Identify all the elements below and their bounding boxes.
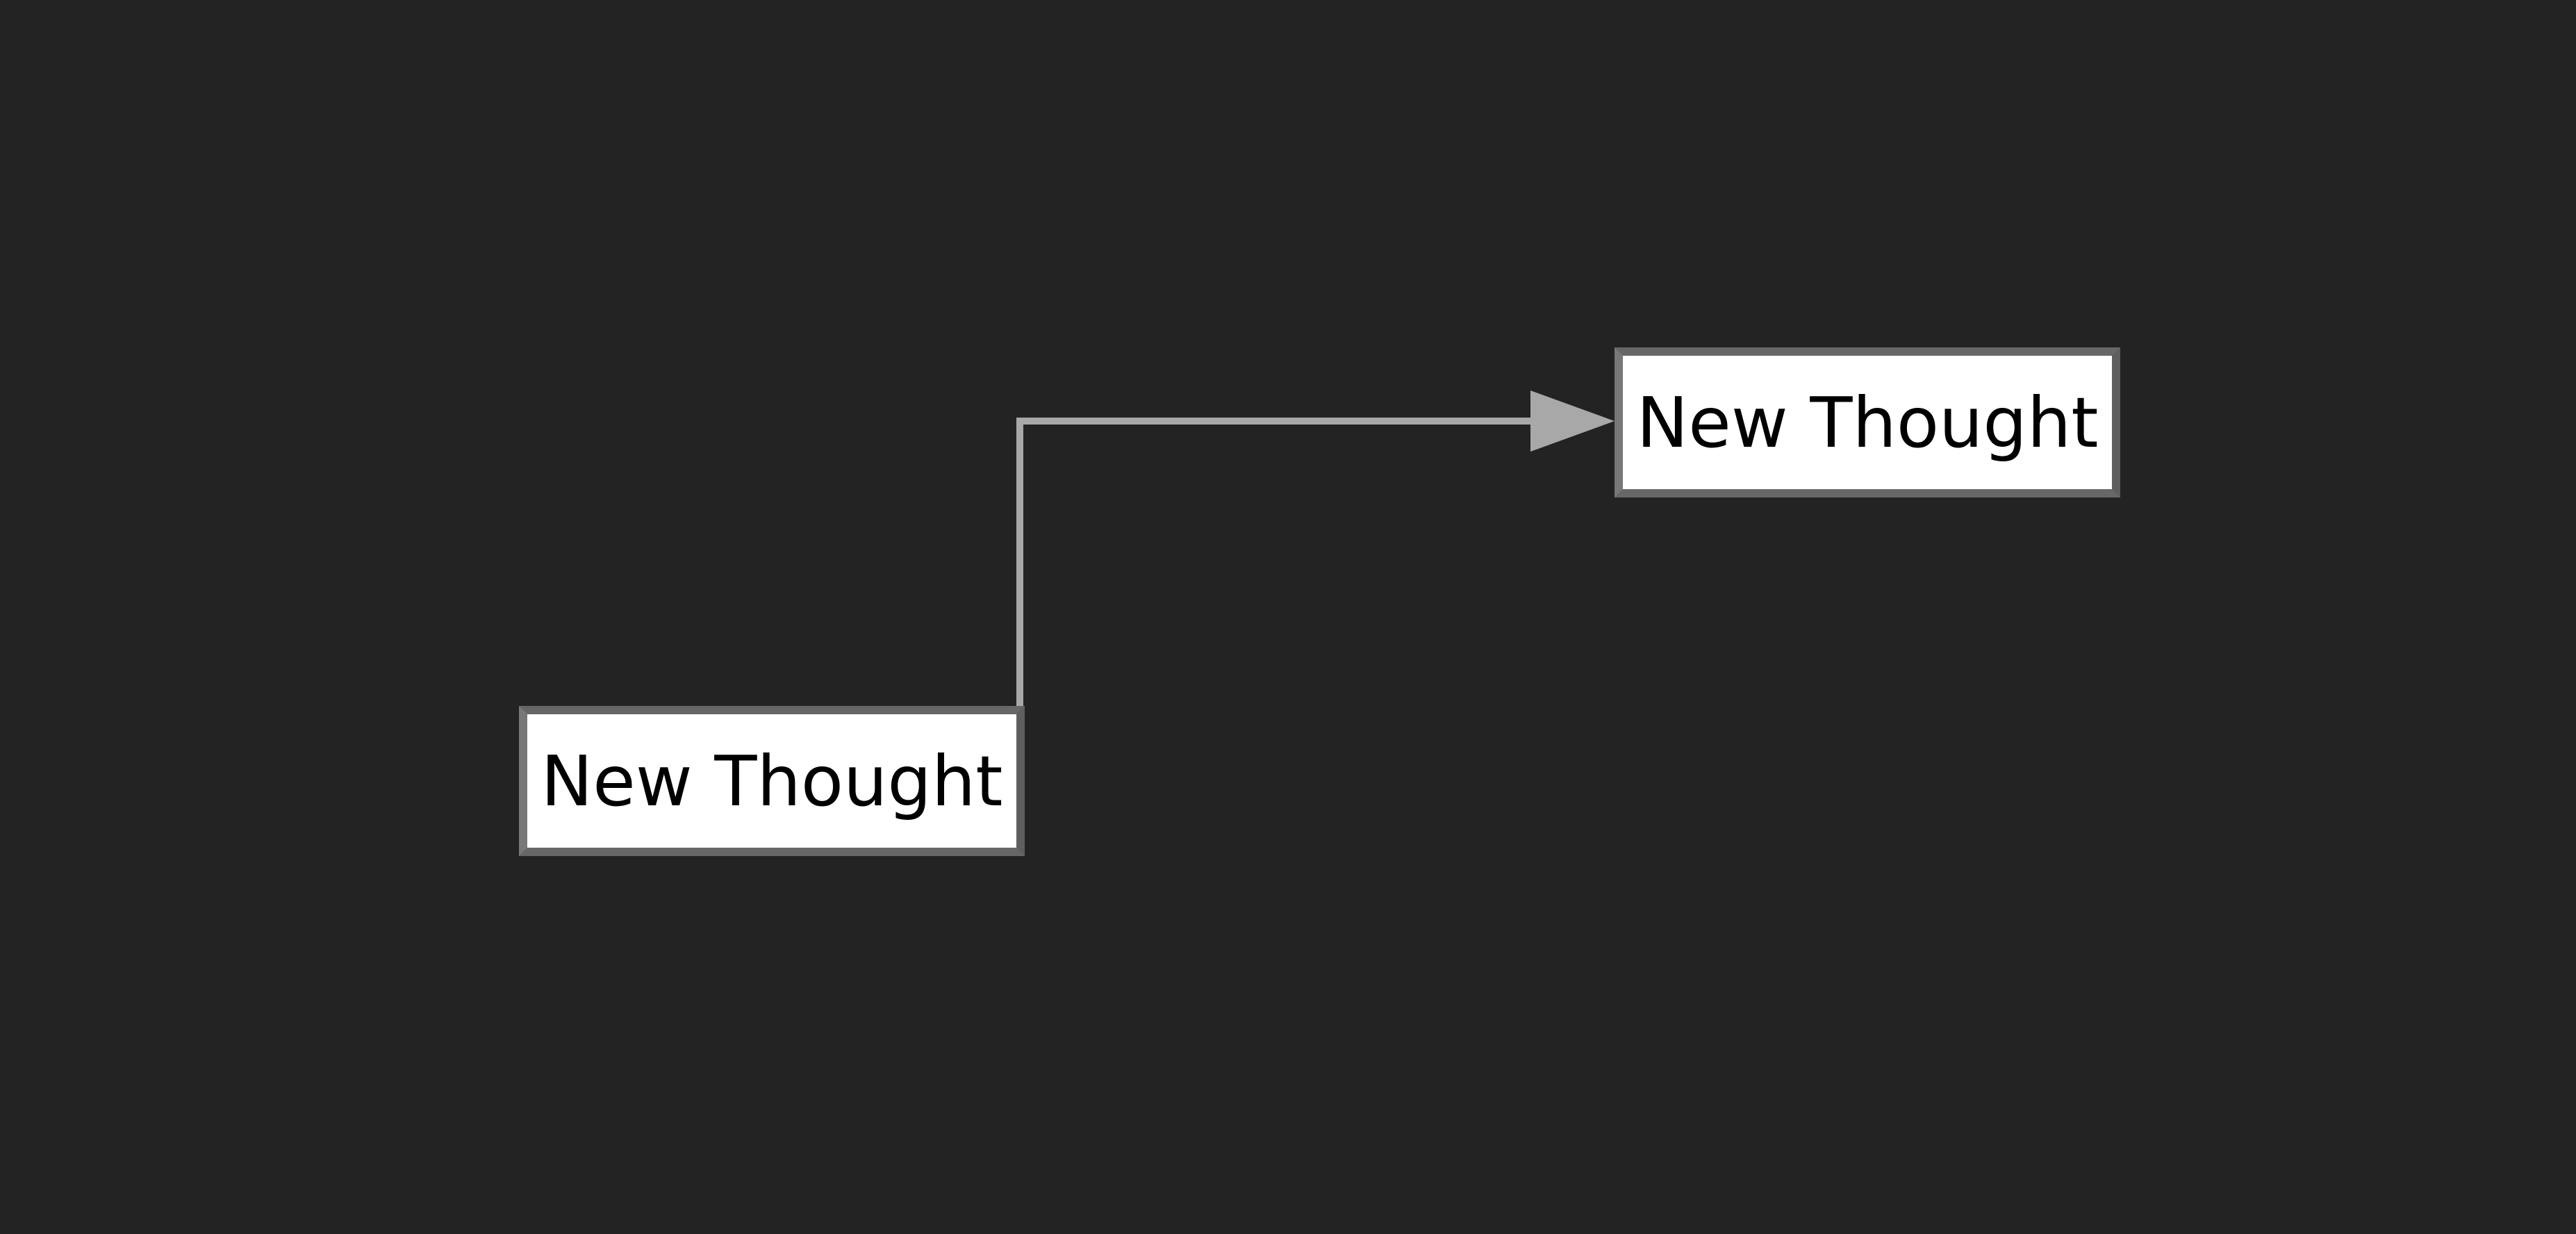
thought-node-source[interactable]: New Thought <box>519 706 1025 856</box>
thought-node-label: New Thought <box>540 740 1003 822</box>
connector-elbow-path[interactable] <box>1016 418 1535 706</box>
connector-1[interactable] <box>1016 390 1615 706</box>
thought-node-label: New Thought <box>1636 381 2099 463</box>
thought-node-target[interactable]: New Thought <box>1615 347 2120 497</box>
arrowhead-icon <box>1530 390 1615 452</box>
